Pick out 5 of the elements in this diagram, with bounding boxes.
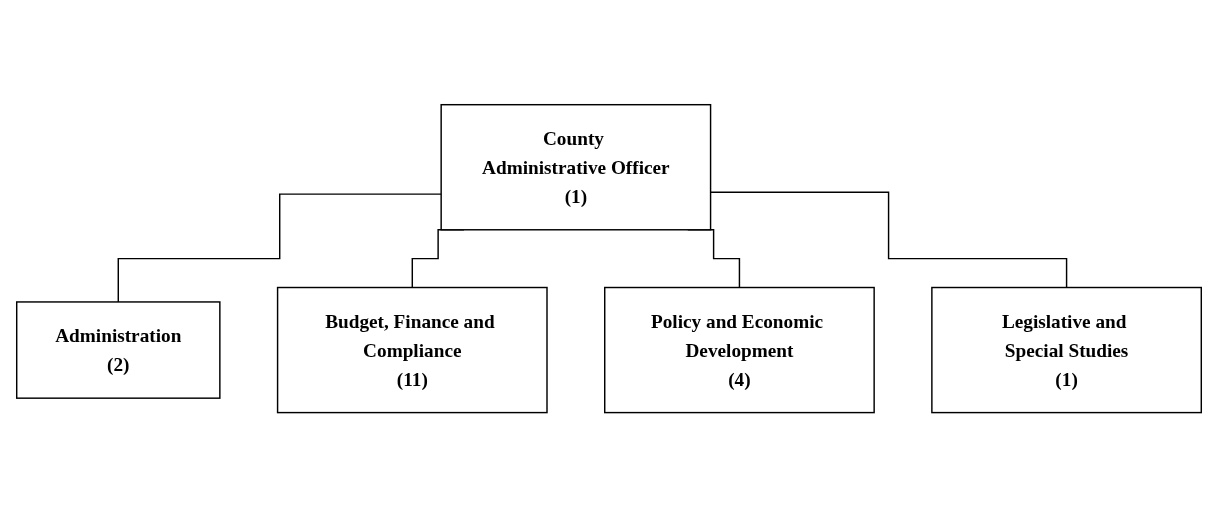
node-box: Legislative and Special Studies (1) <box>930 287 1202 414</box>
node-box: County Administrative Officer (1) <box>439 104 711 231</box>
node-box: Administration (2) <box>15 301 221 400</box>
node-box: Policy and Economic Development (4) <box>603 287 875 414</box>
node-box: Budget, Finance and Compliance (11) <box>276 287 548 414</box>
